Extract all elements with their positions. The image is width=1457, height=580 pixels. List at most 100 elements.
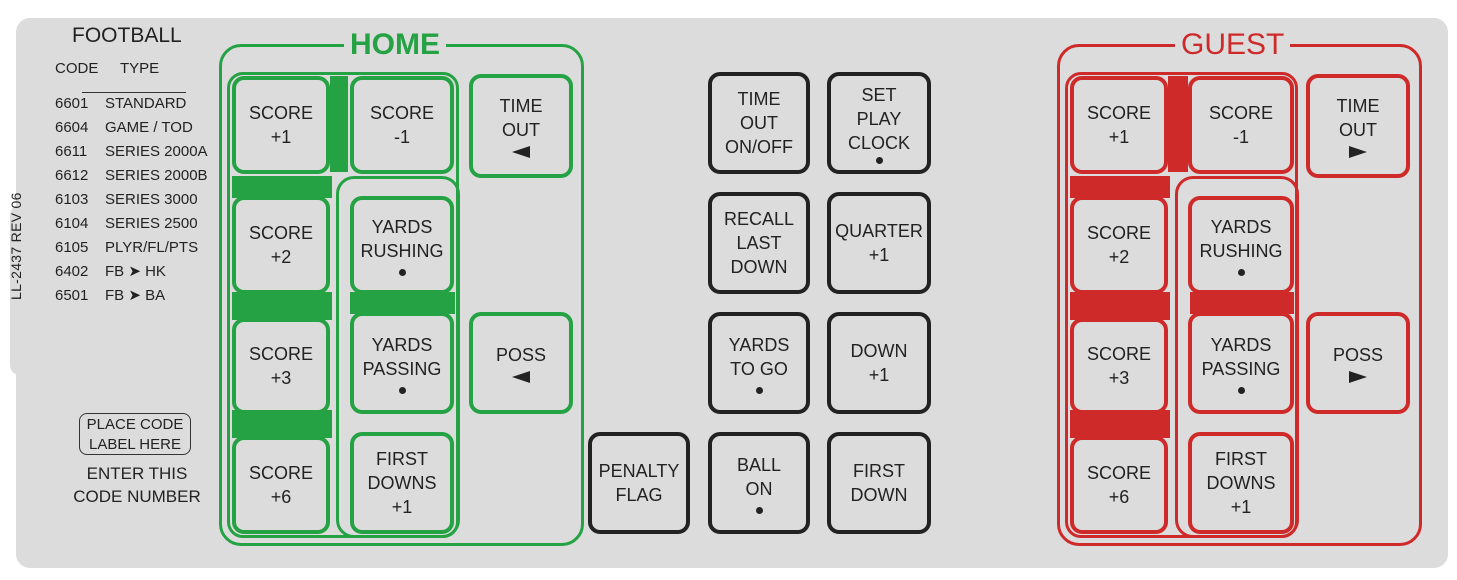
key-label: YARDS: [371, 216, 433, 237]
home-score-plus1-button[interactable]: SCORE+1: [232, 76, 330, 174]
code-number-text: CODE NUMBER: [73, 487, 201, 506]
code-type: STANDARD: [105, 95, 187, 112]
revision-label: LL-2437 REV 06: [8, 192, 24, 300]
key-label: PENALTY: [598, 461, 680, 481]
guest-poss-button[interactable]: POSS: [1306, 312, 1410, 414]
code-number: 6105: [55, 239, 89, 256]
home-yards-link: [350, 292, 455, 314]
guest-label: GUEST: [1175, 30, 1291, 60]
key-label: +3: [270, 368, 292, 388]
key-label: SCORE: [248, 223, 313, 243]
home-score-minus1-button[interactable]: SCORE-1: [350, 76, 454, 174]
place-code-text: PLACE CODE: [86, 416, 184, 433]
home-score-plus6-button[interactable]: SCORE+6: [232, 436, 330, 534]
key-label: TIME: [737, 89, 781, 109]
dot-indicator-icon: [755, 506, 763, 514]
enter-code-instruction: ENTER THIS CODE NUMBER: [62, 462, 212, 508]
quarter-plus1-button[interactable]: QUARTER+1: [827, 192, 931, 294]
guest-score-plus3-button[interactable]: SCORE +3: [1070, 318, 1168, 414]
code-row: 6501 FB ➤ BA: [55, 284, 208, 308]
key-label: FLAG: [615, 485, 663, 505]
home-score-plus2-button[interactable]: SCORE+2: [232, 196, 330, 294]
arrow-right-icon: [1349, 146, 1367, 158]
key-label: +1: [1108, 127, 1130, 147]
code-type: SERIES 2000A: [105, 143, 208, 160]
key-label: YARDS: [728, 334, 790, 355]
code-number: 6501: [55, 287, 89, 304]
guest-score-link: [1168, 76, 1188, 172]
key-label: PASSING: [1201, 358, 1281, 379]
enter-this-text: ENTER THIS: [86, 464, 188, 483]
guest-time-out-button[interactable]: TIME OUT: [1306, 74, 1410, 178]
header-divider: [82, 92, 186, 93]
key-label: PLAY: [856, 108, 902, 129]
arrow-left-icon: [512, 371, 530, 383]
guest-score-minus1-button[interactable]: SCORE-1: [1188, 76, 1294, 174]
key-label: OUT: [502, 120, 540, 140]
key-label: DOWN: [850, 485, 908, 505]
key-label: SCORE: [248, 463, 313, 483]
key-label: FIRST: [376, 449, 428, 469]
arrow-left-icon: [512, 146, 530, 158]
guest-yards-link: [1190, 292, 1294, 314]
key-label: +1: [868, 365, 890, 385]
guest-score-plus6-button[interactable]: SCORE+6: [1070, 436, 1168, 534]
home-yards-rushing-button[interactable]: YARDS RUSHING: [350, 196, 454, 294]
arrow-right-icon: [1349, 371, 1367, 383]
key-label: +2: [1108, 247, 1130, 267]
code-row: 6611 SERIES 2000A: [55, 140, 208, 164]
key-label: BALL: [736, 454, 782, 475]
key-label: SCORE: [248, 103, 313, 123]
key-label: RUSHING: [360, 240, 444, 261]
home-time-out-button[interactable]: TIME OUT: [469, 74, 573, 178]
guest-score-plus1-button[interactable]: SCORE +1: [1070, 76, 1168, 174]
key-label: DOWNS: [367, 473, 437, 493]
key-label: +3: [1108, 368, 1130, 388]
key-label: RUSHING: [1199, 240, 1283, 261]
dot-indicator-icon: [398, 386, 406, 394]
key-label: SCORE: [369, 103, 434, 123]
key-label: POSS: [1332, 345, 1384, 365]
key-label: SCORE: [1086, 463, 1151, 483]
home-score-link: [232, 410, 332, 438]
guest-score-link: [1070, 292, 1170, 320]
code-label-placeholder: PLACE CODE LABEL HERE: [79, 413, 191, 455]
key-label: SCORE: [1086, 103, 1151, 123]
home-label: HOME: [344, 30, 446, 60]
code-number: 6402: [55, 263, 89, 280]
overlay-tab: [10, 205, 50, 375]
code-number: 6611: [55, 143, 88, 160]
key-label: SCORE: [1086, 344, 1151, 364]
key-label: OUT: [1339, 120, 1377, 140]
key-label: OUT: [740, 113, 778, 133]
home-stats-block: [336, 176, 460, 538]
home-score-plus3-button[interactable]: SCORE +3: [232, 318, 330, 414]
key-label: YARDS: [1210, 216, 1272, 237]
key-label: SCORE: [248, 344, 313, 364]
guest-yards-rushing-button[interactable]: YARDS RUSHING: [1188, 196, 1294, 294]
key-label: TIME: [1336, 96, 1380, 116]
code-number: 6601: [55, 95, 89, 112]
home-poss-button[interactable]: POSS: [469, 312, 573, 414]
code-type: FB ➤ BA: [105, 287, 166, 304]
guest-score-plus2-button[interactable]: SCORE +2: [1070, 196, 1168, 294]
penalty-flag-button[interactable]: PENALTY FLAG: [588, 432, 690, 534]
key-label: QUARTER: [835, 221, 923, 241]
down-plus1-button[interactable]: DOWN+1: [827, 312, 931, 414]
key-label: SCORE: [1086, 223, 1151, 243]
key-label: TIME: [499, 96, 543, 116]
code-column-header: CODE: [55, 60, 99, 77]
